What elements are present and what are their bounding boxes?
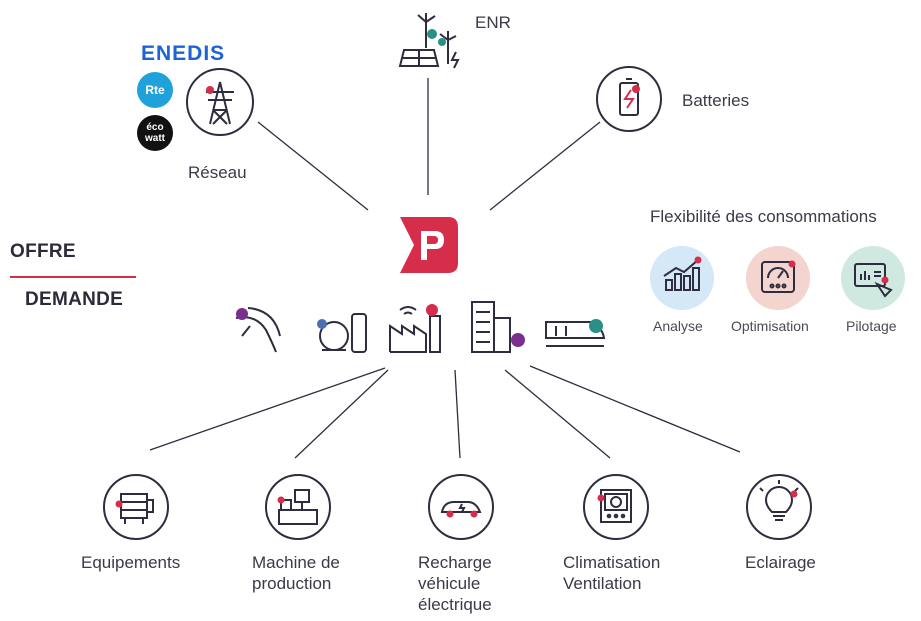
ev-car-icon [440, 501, 482, 518]
pylon-icon [206, 81, 234, 125]
machine-circle [265, 474, 331, 540]
road-icon [235, 307, 281, 353]
motor-icon [115, 493, 154, 524]
batteries-circle [596, 66, 662, 132]
demande-label: DEMANDE [25, 289, 124, 310]
eclairage-circle [746, 474, 812, 540]
flex-item-optimisation: Optimisation [731, 318, 809, 334]
optimisation-icon [746, 246, 810, 310]
bulb-icon [759, 480, 799, 521]
train-icon [545, 319, 606, 347]
ecowatt-logo: éco watt [137, 115, 173, 151]
reseau-circle [186, 68, 254, 136]
ecowatt-text-2: watt [145, 133, 165, 144]
flex-item-analyse: Analyse [653, 318, 703, 334]
machine-icon [277, 489, 318, 525]
bottom-label-eclairage: Eclairage [745, 553, 816, 572]
rte-logo-text: Rte [145, 83, 165, 97]
battery-icon [619, 78, 640, 116]
fan-icon [597, 489, 632, 523]
flex-title: Flexibilité des consommations [650, 207, 877, 226]
logo-p-icon [394, 211, 462, 279]
tank-icon [317, 313, 367, 353]
ecowatt-text-1: éco [146, 122, 164, 133]
building-icon [471, 301, 525, 353]
bottom-label-recharge: Recharge véhicule électrique [418, 553, 492, 614]
analyse-icon [650, 246, 714, 310]
pilotage-icon [841, 246, 905, 310]
equipements-circle [103, 474, 169, 540]
bottom-label-clim: Climatisation Ventilation [563, 553, 661, 593]
demand-icons-row [228, 296, 608, 360]
rte-logo: Rte [137, 72, 173, 108]
enr-label: ENR [475, 13, 511, 32]
reseau-label: Réseau [188, 163, 247, 182]
recharge-circle [428, 474, 494, 540]
enr-icon [396, 12, 468, 74]
clim-circle [583, 474, 649, 540]
enedis-logo: ENEDIS [141, 42, 226, 65]
offre-label: OFFRE [10, 241, 76, 262]
batteries-label: Batteries [682, 91, 750, 110]
bottom-label-equipements: Equipements [81, 553, 181, 572]
flex-item-pilotage: Pilotage [846, 318, 897, 334]
bottom-label-machine: Machine de production [252, 553, 340, 593]
factory-icon [389, 304, 441, 353]
